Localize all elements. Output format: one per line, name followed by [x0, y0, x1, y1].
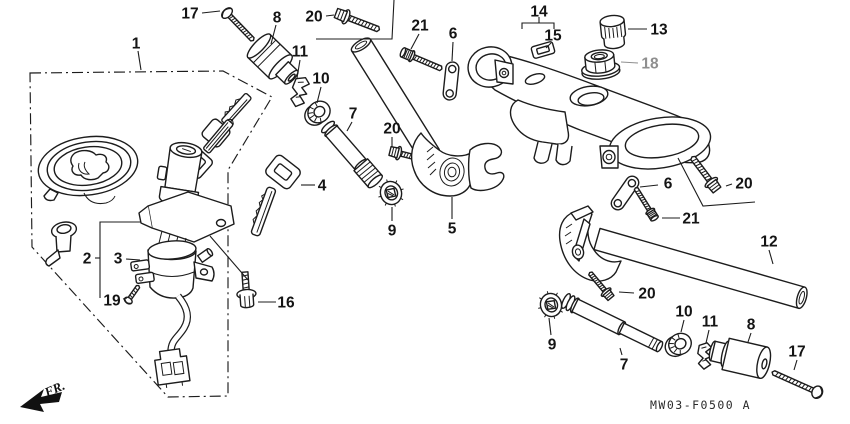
part-callout-8: 8 [273, 10, 282, 27]
part-callout-10: 10 [312, 71, 329, 88]
ignition-keys [180, 91, 252, 180]
leader-line-8 [748, 333, 751, 342]
part-callout-3: 3 [114, 251, 123, 268]
leader-line-17 [202, 11, 220, 13]
part-callout-8: 8 [747, 317, 756, 334]
right-handlebar-clamp [560, 206, 621, 281]
leader-line-20 [726, 184, 732, 186]
leader-line-11 [297, 60, 300, 78]
switch-contact-unit [131, 239, 214, 389]
part-callout-4: 4 [318, 178, 327, 195]
part-callout-1: 1 [132, 36, 141, 53]
setting-plate-15 [531, 41, 555, 59]
top-bridge [464, 43, 714, 176]
diagram-line-1 [678, 158, 755, 206]
fuel-filler-cap [34, 130, 141, 203]
part-callout-5: 5 [448, 221, 457, 238]
bushing-10-bottom [660, 328, 696, 362]
handlebar-holder-5 [412, 133, 504, 196]
part-callout-7: 7 [620, 357, 629, 374]
leader-line-7 [620, 348, 622, 355]
weight-tube-7-bottom [560, 293, 665, 355]
part-callout-19: 19 [103, 293, 121, 310]
spare-key [248, 153, 302, 236]
leader-line-6 [452, 42, 453, 61]
part-callout-13: 13 [650, 22, 668, 39]
leader-line-1 [138, 51, 141, 70]
diagram-line-0 [316, 0, 394, 39]
part-callout-9: 9 [548, 337, 557, 354]
part-callout-9: 9 [388, 223, 397, 240]
part-callout-6: 6 [664, 176, 673, 193]
diagram-code: MW03-F0500 A [650, 398, 752, 412]
part-callout-20: 20 [305, 9, 322, 26]
screw-17-bottom [768, 365, 826, 401]
ignition-switch [139, 139, 234, 250]
cap-13 [600, 14, 627, 49]
socket-bolt-21-top [398, 45, 445, 75]
flange-bolt-20-top [332, 5, 383, 38]
bolt-16 [235, 271, 256, 308]
socket-bolt-21-right [630, 184, 661, 223]
leader-line-20 [326, 15, 334, 16]
leader-line-12 [769, 250, 773, 264]
leader-line-18 [621, 62, 638, 63]
part-callout-16: 16 [277, 295, 295, 312]
leader-line-11 [706, 330, 709, 343]
link-plate-6-top [441, 60, 461, 102]
part-callout-18: 18 [641, 56, 659, 73]
part-callout-20: 20 [383, 121, 400, 138]
part-callout-17: 17 [788, 344, 805, 361]
bar-end-weight-8-bottom [706, 335, 773, 380]
seat-lock-cylinder [46, 220, 78, 266]
part-callout-6: 6 [449, 26, 458, 43]
screw-17-top [219, 5, 259, 46]
lock-set-boundary [30, 71, 272, 397]
leader-line-20 [619, 292, 634, 293]
part-callout-11: 11 [702, 314, 719, 331]
part-callout-14: 14 [530, 4, 548, 21]
leader-line-10 [317, 87, 321, 103]
leader-line-7 [347, 122, 352, 131]
leader-line-8 [271, 25, 276, 44]
part-callout-12: 12 [760, 234, 777, 251]
part-callout-21: 21 [682, 211, 700, 228]
diagram-line-3 [100, 222, 141, 298]
handle-pipe-12 [594, 228, 809, 309]
leader-line-17 [794, 360, 797, 370]
leader-line-10 [681, 320, 684, 332]
bar-end-weight-8-top [244, 31, 304, 91]
fr-direction-arrow: FR. [20, 378, 67, 412]
leader-line-6 [640, 185, 658, 187]
part-callout-7: 7 [349, 106, 358, 123]
leader-line-19 [123, 298, 127, 299]
part-callout-20: 20 [735, 176, 752, 193]
leader-line-21 [411, 34, 419, 49]
leader-line-3 [126, 259, 140, 260]
leader-line-9 [549, 318, 551, 335]
part-callout-21: 21 [411, 18, 429, 35]
part-callout-20: 20 [638, 286, 655, 303]
part-callout-11: 11 [292, 44, 309, 61]
stem-nut-18 [580, 48, 621, 81]
part-callout-17: 17 [181, 6, 198, 23]
part-callout-2: 2 [83, 251, 92, 268]
diagram-line-2 [210, 236, 248, 280]
weight-tube-7-top [319, 119, 384, 190]
harness-connector [154, 348, 191, 389]
part-callout-15: 15 [544, 28, 562, 45]
diagram-line-4 [522, 23, 554, 29]
screw-19 [122, 282, 143, 307]
leader-line-15 [546, 43, 551, 48]
part-callout-10: 10 [675, 304, 692, 321]
